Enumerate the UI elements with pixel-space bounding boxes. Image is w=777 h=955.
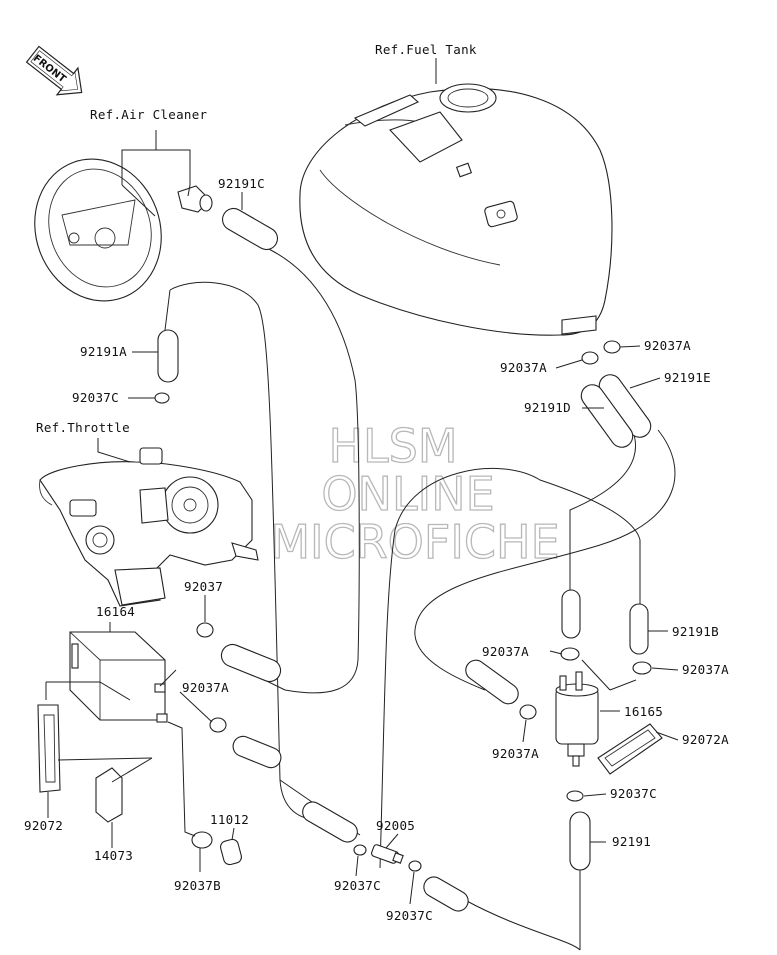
strap-92072 bbox=[37, 704, 61, 793]
part-label-92037: 92037 bbox=[184, 579, 223, 594]
watermark: HLSM ONLINE MICROFICHE bbox=[270, 418, 561, 569]
part-label-92005: 92005 bbox=[376, 818, 415, 833]
hose-right-mid bbox=[465, 659, 519, 705]
fuel-tank bbox=[299, 83, 613, 336]
hose-route-right bbox=[414, 429, 676, 691]
clamp-92037a-l bbox=[209, 717, 227, 733]
clamp-92037c-b bbox=[566, 790, 584, 802]
hose-92037-side bbox=[220, 643, 282, 683]
clamp-92037a-m bbox=[560, 647, 580, 661]
part-label-92072a: 92072A bbox=[682, 732, 729, 747]
clamp-92037c-d bbox=[408, 860, 422, 872]
clamp-92037a-r2 bbox=[581, 351, 599, 365]
part-label-92037a-o: 92037A bbox=[492, 746, 539, 761]
part-label-92037c-a: 92037C bbox=[72, 390, 119, 405]
part-label-92037c-c: 92037C bbox=[334, 878, 381, 893]
air-cleaner bbox=[34, 158, 213, 302]
hose-route-center bbox=[379, 468, 641, 869]
part-label-92191b: 92191B bbox=[672, 624, 719, 639]
canister-16164 bbox=[69, 631, 168, 723]
part-label-92037a-n: 92037A bbox=[682, 662, 729, 677]
hose-92191 bbox=[569, 811, 591, 871]
throttle-body bbox=[39, 447, 259, 607]
ref-air-cleaner-label: Ref.Air Cleaner bbox=[90, 107, 208, 122]
hose-92191a bbox=[157, 329, 179, 383]
cap-11012 bbox=[219, 838, 243, 866]
part-label-92072: 92072 bbox=[24, 818, 63, 833]
hose-bottom-mid bbox=[423, 876, 469, 912]
part-label-92037a-l: 92037A bbox=[182, 680, 229, 695]
clamp-92037a-r1 bbox=[603, 340, 621, 354]
part-label-92191d: 92191D bbox=[524, 400, 571, 415]
part-label-16165: 16165 bbox=[624, 704, 663, 719]
part-label-14073: 14073 bbox=[94, 848, 133, 863]
part-label-92037a-m: 92037A bbox=[482, 644, 529, 659]
part-label-92037c-d: 92037C bbox=[386, 908, 433, 923]
watermark-line-2: ONLINE bbox=[321, 467, 494, 521]
hose-92037a-side bbox=[232, 735, 282, 769]
part-label-16164: 16164 bbox=[96, 604, 135, 619]
clamp-92037c-a bbox=[154, 392, 170, 404]
clamp-92037a-n bbox=[632, 661, 652, 675]
part-label-11012: 11012 bbox=[210, 812, 249, 827]
leader-lines bbox=[47, 58, 679, 905]
part-label-92191c: 92191C bbox=[218, 176, 265, 191]
part-label-92037a-r1: 92037A bbox=[644, 338, 691, 353]
clamp-92037c-c bbox=[353, 844, 367, 856]
part-label-92191e: 92191E bbox=[664, 370, 711, 385]
hose-92191b bbox=[629, 603, 649, 655]
strap-92072a bbox=[597, 723, 663, 775]
part-label-92191a: 92191A bbox=[80, 344, 127, 359]
part-label-92191: 92191 bbox=[612, 834, 651, 849]
hose-route-mid bbox=[259, 244, 360, 694]
hose-route-left bbox=[169, 281, 321, 821]
part-label-92037b: 92037B bbox=[174, 878, 221, 893]
part-label-92037a-r2: 92037A bbox=[500, 360, 547, 375]
watermark-line-1: HLSM bbox=[328, 419, 457, 473]
clamp-92037 bbox=[196, 622, 214, 638]
hose-92191b-left bbox=[561, 589, 581, 639]
hose-92191c bbox=[221, 207, 279, 251]
bracket-14073 bbox=[95, 767, 123, 823]
connector-92005 bbox=[371, 844, 404, 864]
front-arrow-icon: FRONT bbox=[25, 45, 83, 96]
clamp-92037a-o bbox=[519, 704, 537, 720]
hose-center-lower bbox=[302, 801, 358, 843]
hose-92191d bbox=[580, 384, 634, 448]
part-label-92037c-b: 92037C bbox=[610, 786, 657, 801]
fuel-filter-16165 bbox=[555, 671, 599, 767]
watermark-line-3: MICROFICHE bbox=[270, 515, 559, 569]
ref-throttle-label: Ref.Throttle bbox=[36, 420, 130, 435]
ref-fuel-tank-label: Ref.Fuel Tank bbox=[375, 42, 477, 57]
clamp-92037b bbox=[191, 831, 213, 849]
